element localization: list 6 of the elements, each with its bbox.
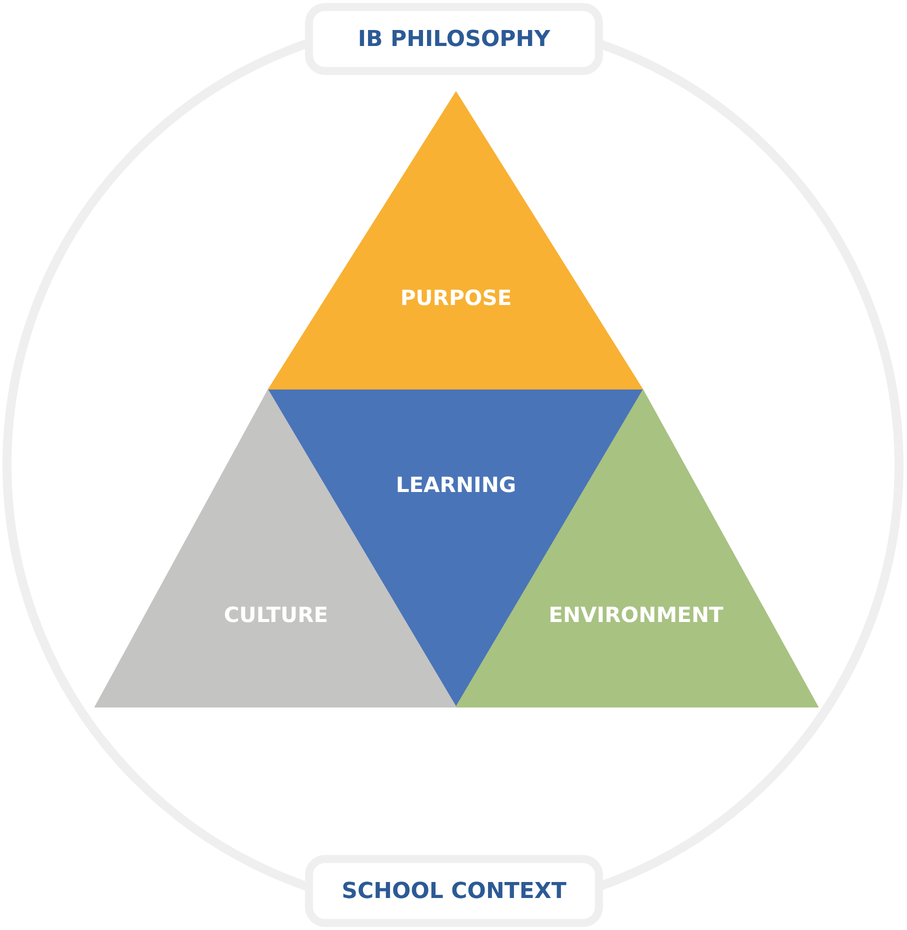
segment-label: LEARNING bbox=[396, 473, 516, 497]
segment-label: ENVIRONMENT bbox=[548, 603, 724, 627]
segment-label: PURPOSE bbox=[400, 286, 512, 310]
label-text: SCHOOL CONTEXT bbox=[342, 878, 566, 904]
segment-label: CULTURE bbox=[224, 603, 328, 627]
label-text: IB PHILOSOPHY bbox=[358, 26, 550, 52]
